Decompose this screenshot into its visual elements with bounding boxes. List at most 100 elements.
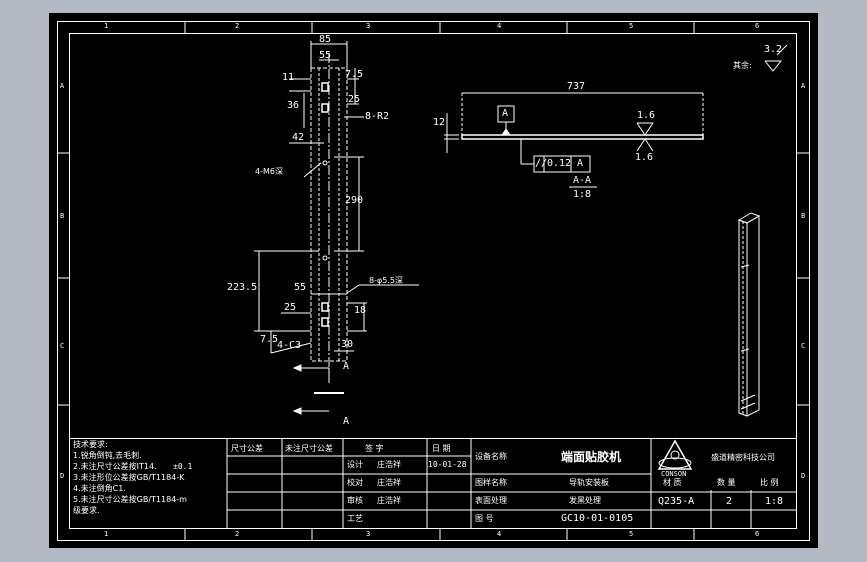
part-name: 导轨安装板 <box>569 478 609 487</box>
dim-223-5: 223.5 <box>227 282 258 293</box>
roughness-symbol <box>764 44 788 72</box>
cad-drawing-canvas <box>57 21 810 541</box>
tech-req-title: 技术要求: <box>73 440 108 449</box>
design-name: 庄浩祥 <box>377 460 401 469</box>
scale-label: 比 例 <box>760 478 779 487</box>
dim-12: 12 <box>433 117 446 128</box>
tech-req-line: 4.未注倒角C1. <box>73 484 126 493</box>
note-4-m6: 4-M6深 <box>255 167 283 176</box>
border-row-label: C <box>60 342 65 350</box>
border-col-label: 5 <box>629 530 634 538</box>
header-date: 日 期 <box>432 444 451 453</box>
dim-7-5-bottom: 7.5 <box>260 334 279 345</box>
drawing-no-label: 图 号 <box>475 514 494 523</box>
tolerance-note: ±0.1 <box>173 462 193 471</box>
check-label: 校对 <box>347 478 363 487</box>
border-col-label: 2 <box>235 530 240 538</box>
zone-ticks <box>57 21 809 540</box>
border-row-label: C <box>801 342 806 350</box>
dim-25: 25 <box>348 94 361 105</box>
design-label: 设计 <box>347 460 363 469</box>
dim-36: 36 <box>287 100 300 111</box>
dim-18: 18 <box>354 305 367 316</box>
border-col-label: 6 <box>755 22 760 30</box>
section-mark-a: A <box>343 416 350 427</box>
scale-note: 1:8 <box>573 189 592 200</box>
tech-req-line: 5.未注尺寸公差按GB/T1184-m <box>73 495 187 504</box>
process-label: 工艺 <box>347 514 363 523</box>
border-col-label: 4 <box>497 22 502 30</box>
tolerance-value: 0.12 <box>547 158 572 169</box>
finish-top: 1.6 <box>637 110 656 121</box>
title-block-grid <box>69 438 797 529</box>
note-8-phi: 8-φ5.5深 <box>369 276 403 285</box>
drawing-sheet: 1 2 3 4 5 6 1 2 3 4 5 6 A B C D A B C D … <box>49 13 818 548</box>
surface-value: 发黑处理 <box>569 496 601 505</box>
tech-req-line: 3.未注形位公差按GB/T1184-K <box>73 473 185 482</box>
border-col-label: 2 <box>235 22 240 30</box>
roughness-label: 其余: <box>733 61 752 70</box>
company-name: 盛道精密科技公司 <box>711 453 775 462</box>
front-view <box>254 41 419 373</box>
check-name: 庄浩祥 <box>377 478 401 487</box>
header-unspecified: 未注尺寸公差 <box>285 444 333 453</box>
border-col-label: 1 <box>104 22 109 30</box>
design-date: 10-01-28 <box>428 460 467 469</box>
review-label: 审核 <box>347 496 363 505</box>
logo-text: CONSON <box>661 470 687 478</box>
dim-25-bottom: 25 <box>284 302 297 313</box>
dim-737: 737 <box>567 81 586 92</box>
header-dim-tolerance: 尺寸公差 <box>231 444 263 453</box>
border-col-label: 5 <box>629 22 634 30</box>
outer-frame <box>57 21 810 541</box>
equipment-name: 端面贴胶机 <box>561 450 622 464</box>
dim-290: 290 <box>345 195 364 206</box>
border-col-label: 4 <box>497 530 502 538</box>
tolerance-symbol: // <box>535 158 548 169</box>
tech-req-line: 1.锐角倒钝,去毛刺. <box>73 451 142 460</box>
tech-req-line: 2.未注尺寸公差按IT14. <box>73 462 157 471</box>
section-label: A-A <box>573 175 592 186</box>
review-name: 庄浩祥 <box>377 496 401 505</box>
part-name-label: 图样名称 <box>475 478 507 487</box>
section-mark-a: A <box>343 361 350 372</box>
tech-requirements: 技术要求: 1.锐角倒钝,去毛刺. 2.未注尺寸公差按IT14. 3.未注形位公… <box>73 441 223 515</box>
side-view <box>444 92 704 188</box>
tech-req-line: 级要求. <box>73 506 100 515</box>
roughness-value: 3.2 <box>764 44 783 55</box>
company-logo <box>657 439 693 470</box>
isometric-view <box>737 212 761 417</box>
border-row-label: B <box>801 212 806 220</box>
dim-30: 30 <box>341 339 354 350</box>
section-arrows <box>292 364 344 415</box>
dim-7-5: 7.5 <box>345 69 364 80</box>
tolerance-datum: A <box>577 158 584 169</box>
note-4-c3: 4-C3 <box>277 340 302 351</box>
qty-value: 2 <box>726 496 733 507</box>
qty-label: 数 量 <box>717 478 736 487</box>
dim-11: 11 <box>282 72 295 83</box>
border-col-label: 6 <box>755 530 760 538</box>
border-col-label: 3 <box>366 530 371 538</box>
dim-85: 85 <box>319 34 332 45</box>
surface-label: 表面处理 <box>475 496 507 505</box>
dim-55: 55 <box>319 50 332 61</box>
finish-bottom: 1.6 <box>635 152 654 163</box>
material-label: 材 质 <box>663 478 682 487</box>
border-col-label: 3 <box>366 22 371 30</box>
header-sign: 签 字 <box>365 444 384 453</box>
material-value: Q235-A <box>658 496 695 507</box>
datum-a: A <box>502 108 509 119</box>
border-col-label: 1 <box>104 530 109 538</box>
equipment-label: 设备名称 <box>475 452 507 461</box>
border-row-label: D <box>801 472 806 480</box>
border-row-label: A <box>801 82 806 90</box>
scale-value: 1:8 <box>765 496 784 507</box>
drawing-number: GC10-01-0105 <box>561 513 634 524</box>
border-row-label: B <box>60 212 65 220</box>
dim-55-bottom: 55 <box>294 282 307 293</box>
dim-42: 42 <box>292 132 305 143</box>
border-row-label: D <box>60 472 65 480</box>
note-8-r2: 8-R2 <box>365 111 390 122</box>
border-row-label: A <box>60 82 65 90</box>
